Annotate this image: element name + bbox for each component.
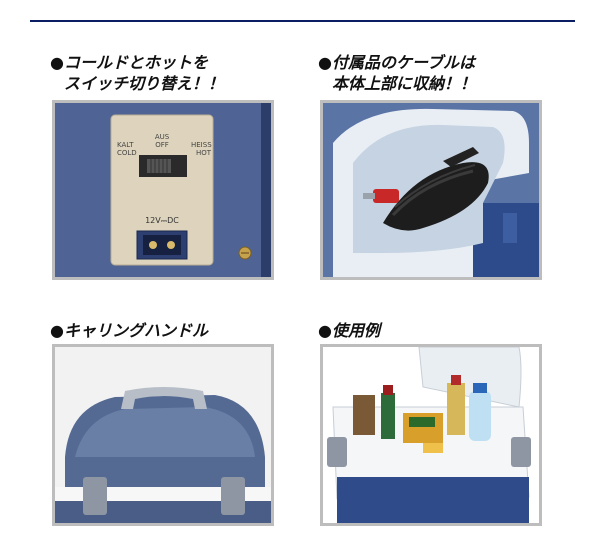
caption-line-2: スイッチ切り替え！！ [64, 74, 225, 93]
caption-handle: ●キャリングハンドル [50, 320, 208, 341]
caption-line-2: 本体上部に収納！！ [332, 74, 477, 93]
caption-line-1: キャリングハンドル [63, 321, 208, 340]
drink-can [353, 395, 375, 435]
label-aus: AUS [155, 133, 170, 141]
caption-line-1: コールドとホットを [63, 53, 208, 72]
caption-line-1: 付属品のケーブルは [331, 53, 476, 72]
bullet: ● [318, 53, 332, 72]
photo-usage-example [320, 344, 542, 526]
caption-usage: ●使用例 [318, 320, 380, 341]
bottle-tea [447, 383, 465, 435]
label-cold: COLD [117, 149, 137, 157]
bottle-green [381, 393, 395, 439]
handle-icon [121, 387, 207, 409]
bullet: ● [318, 321, 332, 340]
photo-carrying-handle [52, 344, 274, 526]
latch-right [221, 477, 245, 515]
bullet: ● [50, 321, 64, 340]
photo-cable-storage [320, 100, 542, 280]
latch-left [327, 437, 347, 467]
latch-left [83, 477, 107, 515]
bottle-water [469, 391, 491, 441]
latch-right [511, 437, 531, 467]
photo-switch-panel: AUS OFF KALT COLD HEISS HOT 12V⎓DC [52, 100, 274, 280]
label-off: OFF [155, 141, 169, 149]
caption-switch: ●コールドとホットを スイッチ切り替え！！ [50, 52, 224, 94]
top-divider [30, 20, 575, 22]
label-kalt: KALT [117, 141, 134, 149]
label-hot: HOT [196, 149, 212, 157]
plug-icon [373, 189, 399, 203]
bullet: ● [50, 53, 64, 72]
caption-cable: ●付属品のケーブルは 本体上部に収納！！ [318, 52, 476, 94]
caption-line-1: 使用例 [331, 321, 380, 340]
label-12v-dc: 12V⎓DC [145, 216, 179, 225]
label-heiss: HEISS [191, 141, 212, 149]
